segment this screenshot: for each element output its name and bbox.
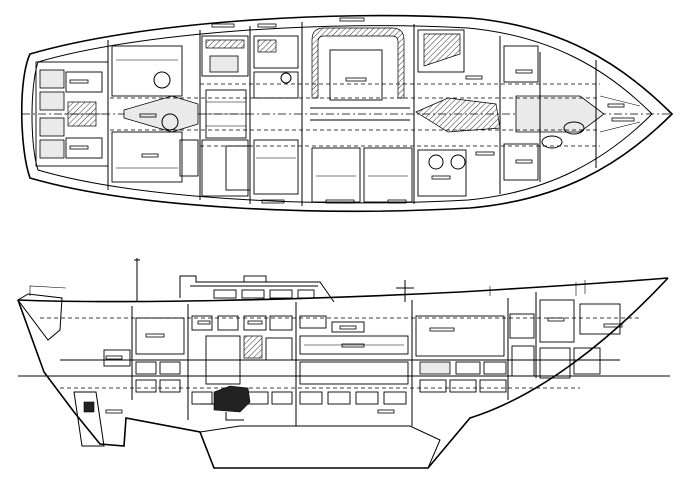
forward-section: [415, 299, 621, 393]
cabin-trunk: [179, 275, 335, 303]
stern-rail: [29, 285, 67, 296]
profile-label-marks: [105, 317, 623, 414]
aft-cabin-lockers: [103, 317, 185, 393]
saloon-section: [299, 315, 409, 405]
cabin-port-3: [269, 289, 293, 299]
galley-section: [191, 315, 293, 405]
plan-label-marks: [69, 17, 635, 204]
plan-view: [20, 14, 674, 212]
keel: [199, 425, 441, 469]
cabin-port-2: [241, 289, 265, 299]
transom: [17, 293, 63, 341]
profile-hull-outline: [17, 277, 669, 469]
plan-hull-outline: [20, 14, 674, 212]
rudder-fitting: [83, 401, 95, 413]
profile-bulkheads: [131, 292, 537, 426]
aft-cabin: [107, 40, 199, 190]
head-compartment: [413, 24, 501, 204]
cabin-port-1: [213, 289, 237, 299]
galley: [225, 26, 299, 204]
sheer-line: [17, 277, 669, 303]
rudder: [73, 391, 105, 447]
forward-cabin: [499, 36, 605, 194]
hatch-top: [243, 275, 267, 283]
plan-inner-deck-line: [31, 25, 653, 204]
cabin-port-4: [297, 289, 315, 299]
forepeak: [595, 60, 641, 168]
profile-view: [17, 258, 670, 469]
engine: [213, 385, 251, 413]
companionway: [179, 30, 249, 200]
cockpit: [35, 61, 109, 167]
